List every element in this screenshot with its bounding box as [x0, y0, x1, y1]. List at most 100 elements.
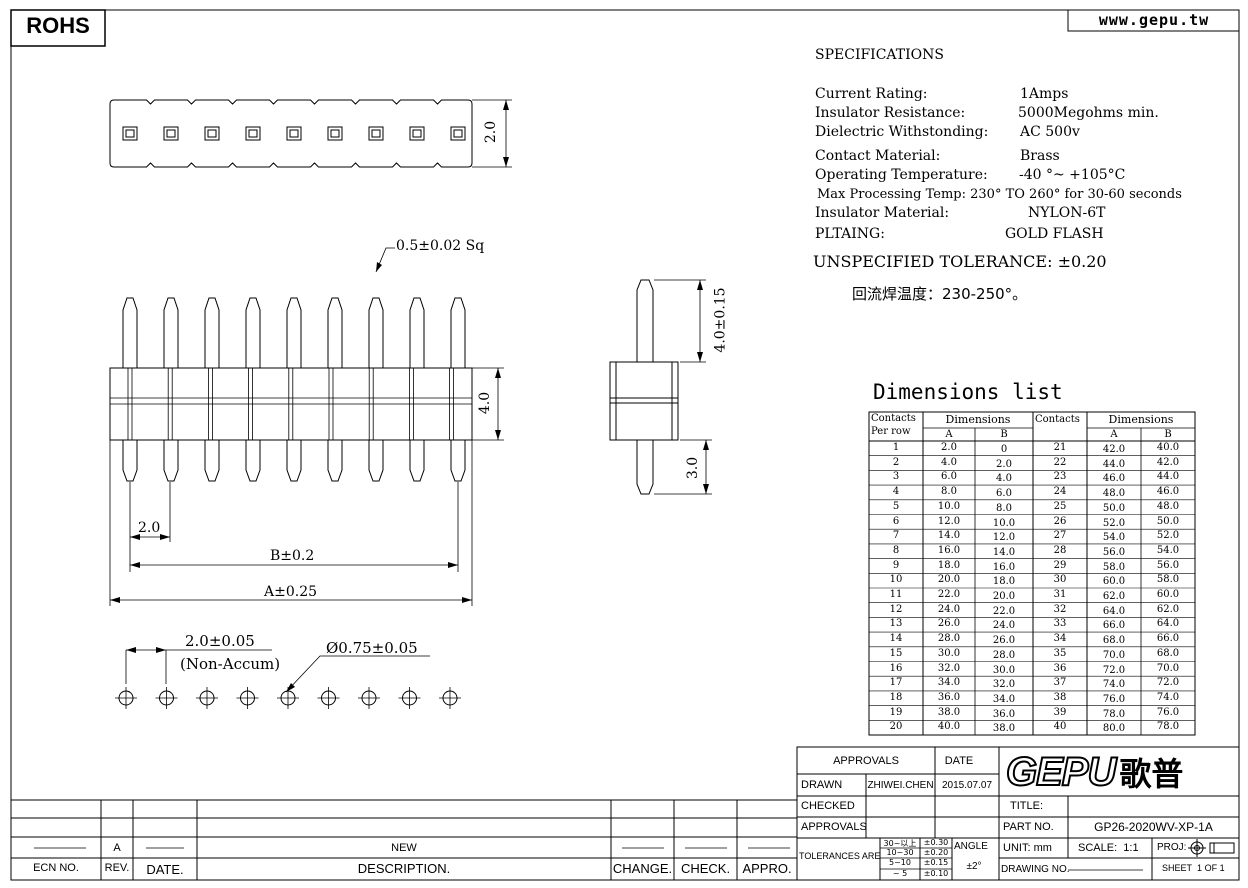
pin-top — [245, 297, 261, 368]
row-dim-a: 26.0 — [937, 618, 961, 630]
row-contacts: 21 — [1053, 442, 1067, 453]
housing-outline — [109, 99, 473, 168]
row-contacts: 14 — [889, 633, 903, 645]
row-contacts: 32 — [1053, 603, 1067, 615]
spec-value: GOLD FLASH — [1005, 226, 1104, 242]
spec-label: Max Processing Temp: — [817, 187, 971, 202]
pin-square-inner — [412, 129, 422, 138]
row-dim-a: 30.0 — [937, 647, 961, 659]
spec-label: Insulator Resistance: — [815, 105, 966, 121]
pin-square-inner — [207, 129, 217, 138]
row-contacts: 24 — [1053, 486, 1067, 498]
row-contacts: 31 — [1053, 589, 1067, 600]
tolerance-range: 5~10 — [889, 858, 911, 867]
body-height-label: 4.0 — [477, 391, 494, 415]
row-dim-b: 40.0 — [1156, 442, 1180, 453]
tolerance-value: ±0.20 — [923, 848, 949, 857]
row-contacts: 8 — [892, 544, 900, 556]
tolerance-value: ±0.15 — [923, 858, 949, 867]
row-contacts: 27 — [1053, 530, 1067, 542]
dim-b-label: B±0.2 — [270, 548, 315, 564]
row-contacts: 23 — [1053, 471, 1067, 483]
header-a: A — [1110, 429, 1118, 440]
row-dim-a: 52.0 — [1102, 517, 1126, 529]
drawn-label: DRAWN — [801, 779, 843, 791]
dimensions-list-title: Dimensions list — [873, 380, 1063, 404]
projection-symbol-icon — [1188, 839, 1235, 857]
website-link[interactable]: www.gepu.tw — [1098, 11, 1210, 29]
pin-top — [122, 297, 138, 368]
top-view-height-label: 2.0 — [483, 120, 500, 144]
header-per-row: Per row — [871, 426, 911, 437]
row-dim-a: 66.0 — [1102, 620, 1126, 632]
row-contacts: 26 — [1053, 515, 1067, 527]
checked-label: CHECKED — [801, 800, 855, 812]
row-dim-a: 16.0 — [937, 544, 961, 556]
gepu-logo-cn: 歌普 — [1119, 755, 1184, 793]
row-dim-a: 72.0 — [1102, 664, 1126, 676]
row-dim-a: 40.0 — [937, 721, 961, 733]
revision-table — [11, 799, 797, 880]
description-header: DESCRIPTION. — [357, 861, 451, 876]
reflow-temperature: 回流焊温度：230-250°。 — [852, 285, 1028, 303]
row-dim-b: 48.0 — [1156, 500, 1180, 512]
tolerance-range: 10~30 — [886, 848, 914, 857]
title-label: TITLE: — [1010, 800, 1044, 812]
row-contacts: 3 — [892, 471, 900, 483]
spec-value: -40 °~ +105°C — [1019, 167, 1126, 183]
pin-square-inner — [453, 129, 463, 138]
scale-value: 1:1 — [1123, 842, 1139, 854]
row-dim-b: 6.0 — [996, 488, 1012, 500]
row-dim-b: 70.0 — [1156, 662, 1180, 674]
footprint-pitch-label: 2.0±0.05 — [185, 632, 255, 650]
row-dim-a: 50.0 — [1102, 502, 1126, 514]
approvals-label: APPROVALS — [801, 821, 867, 833]
pin-top — [450, 297, 466, 368]
tolerance-range: 30~以上 — [883, 839, 917, 848]
spec-label: Insulator Material: — [815, 205, 950, 221]
row-dim-a: 54.0 — [1102, 532, 1126, 544]
row-contacts: 25 — [1053, 500, 1067, 512]
row-contacts: 36 — [1053, 662, 1067, 674]
pin-bottom — [327, 440, 343, 482]
specs-title: SPECIFICATIONS — [815, 47, 944, 63]
pin-bottom — [450, 440, 466, 482]
row-contacts: 6 — [892, 515, 900, 527]
row-dim-b: 50.0 — [1156, 515, 1180, 527]
spec-label: Dielectric Withstonding: — [815, 124, 989, 140]
top-view — [109, 99, 473, 168]
row-dim-a: 76.0 — [1102, 693, 1126, 705]
row-dim-b: 44.0 — [1156, 471, 1180, 483]
row-dim-a: 18.0 — [937, 559, 961, 571]
row-dim-a: 14.0 — [937, 530, 961, 542]
row-dim-b: 76.0 — [1156, 706, 1180, 718]
pin-square-outer — [163, 126, 179, 141]
rev-value: A — [113, 842, 121, 854]
row-dim-a: 12.0 — [937, 515, 961, 527]
header-dimensions: Dimensions — [945, 413, 1011, 426]
gepu-logo-text: GEPU — [1005, 749, 1117, 795]
spec-value: Brass — [1020, 148, 1060, 164]
row-dim-a: 20.0 — [937, 574, 961, 586]
title-block — [796, 746, 1240, 881]
row-dim-a: 8.0 — [941, 486, 957, 498]
header-contacts: Contacts — [1035, 414, 1080, 425]
row-dim-a: 70.0 — [1102, 649, 1126, 661]
row-contacts: 35 — [1053, 647, 1067, 659]
ecn-header: ECN NO. — [33, 862, 79, 874]
scale-label: SCALE: 1:1 — [1078, 842, 1139, 854]
row-dim-a: 22.0 — [937, 589, 961, 600]
row-contacts: 37 — [1053, 677, 1067, 689]
pin-square-inner — [248, 129, 258, 138]
row-dim-b: 0 — [1000, 444, 1008, 455]
row-dim-b: 10.0 — [992, 517, 1016, 529]
row-contacts: 1 — [892, 442, 900, 453]
hole-diameter-label: Ø0.75±0.05 — [326, 639, 418, 657]
rohs-label: ROHS — [26, 13, 90, 38]
pin-square-inner — [125, 129, 135, 138]
row-dim-a: 58.0 — [1102, 561, 1126, 573]
row-dim-b: 56.0 — [1156, 559, 1180, 571]
row-dim-b: 66.0 — [1156, 633, 1180, 645]
pin-top — [163, 297, 179, 368]
rohs-box — [10, 9, 106, 47]
